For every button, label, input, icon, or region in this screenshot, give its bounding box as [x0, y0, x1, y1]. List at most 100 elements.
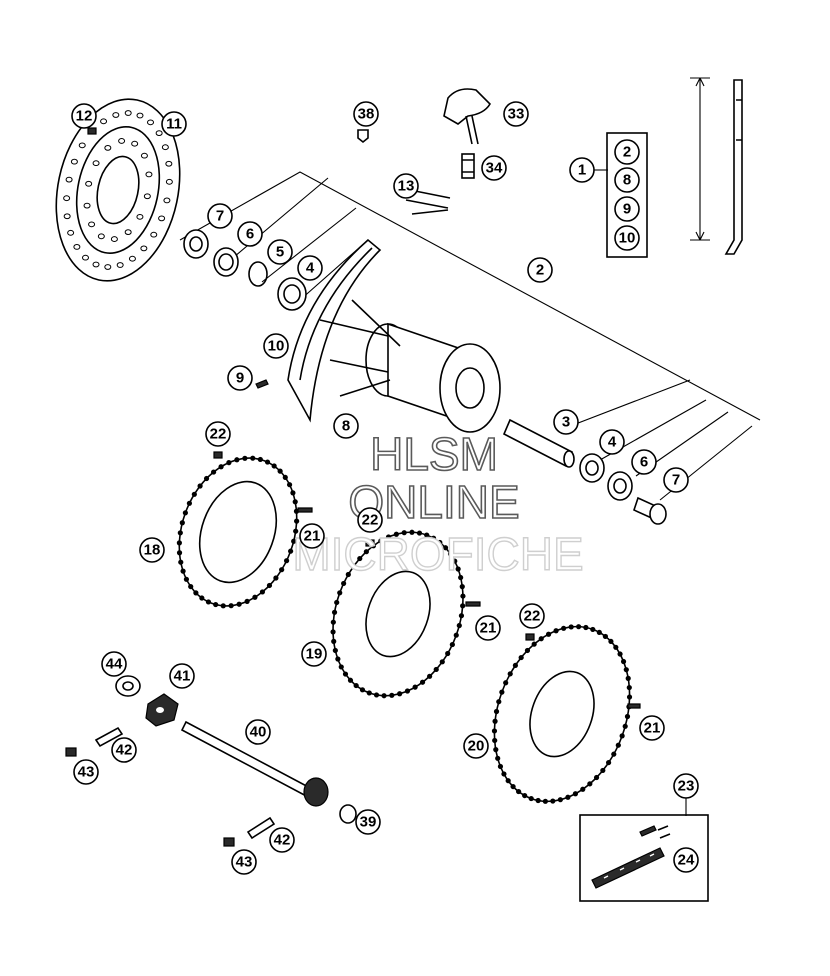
sprocket-tooth	[430, 535, 437, 541]
sprocket-tooth	[409, 529, 415, 535]
callout-18: 18	[139, 537, 165, 563]
callout-40: 40	[245, 719, 271, 745]
sprocket-tooth	[538, 636, 544, 642]
disc-hole	[161, 144, 169, 151]
sprocket-tooth	[244, 598, 250, 604]
svg-text:4: 4	[608, 434, 617, 451]
sprocket-tooth	[250, 455, 256, 461]
disc-hole	[104, 264, 112, 270]
sprocket-tooth	[291, 538, 297, 544]
disc-hole	[65, 176, 73, 183]
svg-text:3: 3	[562, 414, 570, 431]
sprocket-tooth	[242, 455, 248, 461]
svg-text:22: 22	[210, 426, 227, 443]
sprocket-tooth	[332, 647, 338, 654]
sprocket-tooth	[572, 791, 579, 797]
sprocket-tooth	[393, 531, 399, 537]
sprocket-tooth	[335, 656, 341, 662]
sprocket-tooth	[531, 641, 537, 647]
svg-text:12: 12	[76, 108, 93, 125]
sprocket-tooth	[277, 468, 283, 474]
sprocket-tooth	[283, 558, 290, 564]
callout-41: 41	[169, 663, 195, 689]
axle-40	[180, 720, 329, 807]
bearing-4-right	[579, 453, 605, 483]
sprocket-tooth	[524, 647, 531, 654]
sprocket-tooth	[228, 603, 234, 609]
svg-text:39: 39	[360, 814, 377, 831]
sprocket-tooth	[353, 682, 359, 689]
nut-43b	[223, 837, 235, 847]
disc-hole	[136, 213, 144, 220]
sprocket-tooth	[518, 654, 524, 661]
screw-42a	[94, 726, 124, 748]
sprocket-tooth	[293, 528, 299, 534]
svg-text:44: 44	[106, 656, 123, 673]
nut-22b	[365, 539, 375, 547]
svg-text:19: 19	[306, 646, 323, 663]
svg-text:4: 4	[306, 260, 315, 277]
callout-42-b: 42	[269, 827, 295, 853]
sprocket-tooth	[218, 464, 224, 470]
svg-text:2: 2	[536, 262, 544, 279]
svg-text:10: 10	[619, 230, 636, 247]
disc-hole	[165, 178, 173, 185]
sprocket-tooth	[401, 530, 407, 536]
sprocket-tooth	[624, 713, 631, 720]
sprocket-tooth	[234, 457, 240, 463]
cap-38	[357, 129, 369, 144]
sprocket-tooth	[338, 664, 344, 670]
callout-1-2: 2	[614, 139, 640, 165]
disc-hole	[147, 119, 155, 126]
sprocket-tooth	[199, 595, 205, 601]
sprocket-tooth	[620, 658, 627, 665]
callout-22-b: 22	[357, 507, 383, 533]
sprocket-tooth	[378, 538, 384, 544]
sprocket-tooth	[182, 510, 188, 516]
callout-4-right: 4	[599, 429, 625, 455]
disc-hole	[150, 231, 158, 238]
sprocket-tooth	[282, 474, 288, 481]
sprocket-tooth	[622, 723, 628, 729]
sprocket-tooth	[366, 690, 372, 696]
svg-text:21: 21	[480, 620, 497, 637]
svg-text:7: 7	[216, 208, 224, 225]
svg-text:5: 5	[276, 244, 284, 261]
sprocket-tooth	[288, 548, 294, 554]
sprocket-tooth	[611, 751, 617, 757]
disc-hole	[81, 254, 89, 261]
disc-hole	[136, 112, 144, 119]
callout-3: 3	[553, 409, 579, 435]
callout-43-a: 43	[73, 759, 99, 785]
svg-text:8: 8	[623, 172, 631, 189]
disc-hole	[158, 215, 166, 222]
nut-22c	[525, 633, 535, 641]
callout-34: 34	[481, 155, 507, 181]
callout-39: 39	[355, 809, 381, 835]
sprocket-tooth	[331, 638, 337, 644]
disc-hole	[78, 142, 86, 149]
seal-6-right	[607, 471, 633, 501]
chain-link-24	[639, 825, 671, 839]
sprocket-tooth	[447, 551, 454, 557]
callout-38: 38	[353, 101, 379, 127]
sprocket-tooth	[331, 609, 338, 615]
sprocket-tooth	[427, 673, 433, 679]
sprocket-tooth	[497, 763, 504, 770]
sprocket-tooth	[550, 798, 556, 804]
callout-22-a: 22	[205, 421, 231, 447]
sprocket-tooth	[459, 584, 465, 590]
sprocket-tooth	[576, 624, 582, 630]
sprocket-tooth	[452, 558, 458, 564]
sprocket-tooth	[625, 675, 631, 681]
sprocket-tooth	[453, 632, 459, 638]
disc-hole	[140, 152, 148, 159]
sprocket-tooth	[188, 583, 194, 590]
svg-text:9: 9	[623, 201, 631, 218]
bolt-12	[87, 127, 97, 135]
disc-hole	[128, 255, 136, 262]
sprocket-tooth	[528, 795, 534, 802]
sprocket-tooth	[516, 788, 522, 795]
sprocket-tooth	[542, 798, 548, 804]
callout-13: 13	[393, 173, 419, 199]
